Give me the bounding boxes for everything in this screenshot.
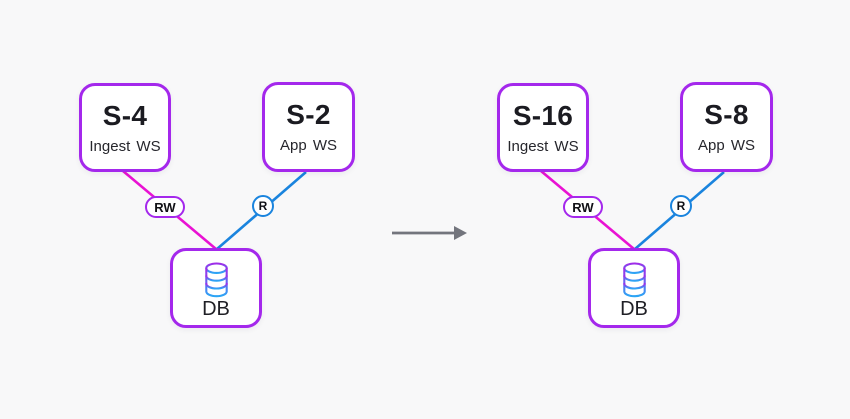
node-subtitle: Ingest WS (507, 137, 579, 155)
node-db: DB (588, 248, 680, 328)
node-subtitle: App WS (697, 137, 756, 154)
node-title: S-2 (286, 99, 331, 130)
edge-label-rw: RW (563, 196, 603, 218)
node-app-ws: S-8 App WS (680, 82, 773, 172)
database-cylinder-icon (622, 261, 646, 297)
node-title: S-16 (512, 99, 574, 131)
node-title: S-4 (102, 99, 148, 131)
node-db-label: DB (202, 297, 230, 320)
cluster-after: S-16 Ingest WS S-8 App WS (418, 0, 843, 419)
node-subtitle: App WS (279, 137, 338, 154)
node-app-ws: S-2 App WS (262, 82, 355, 172)
node-db-label: DB (620, 297, 648, 320)
edge-label-rw: RW (145, 196, 185, 218)
node-ingest-ws: S-16 Ingest WS (497, 83, 589, 172)
edge-label-r: R (252, 195, 274, 217)
node-ingest-ws: S-4 Ingest WS (79, 83, 171, 172)
right-arrow-icon (392, 226, 467, 240)
node-db: DB (170, 248, 262, 328)
node-title: S-8 (704, 99, 749, 130)
database-cylinder-icon (204, 261, 228, 297)
node-subtitle: Ingest WS (89, 137, 161, 155)
cluster-before: S-4 Ingest WS S-2 App WS (79, 82, 355, 328)
edge-label-r: R (670, 195, 692, 217)
